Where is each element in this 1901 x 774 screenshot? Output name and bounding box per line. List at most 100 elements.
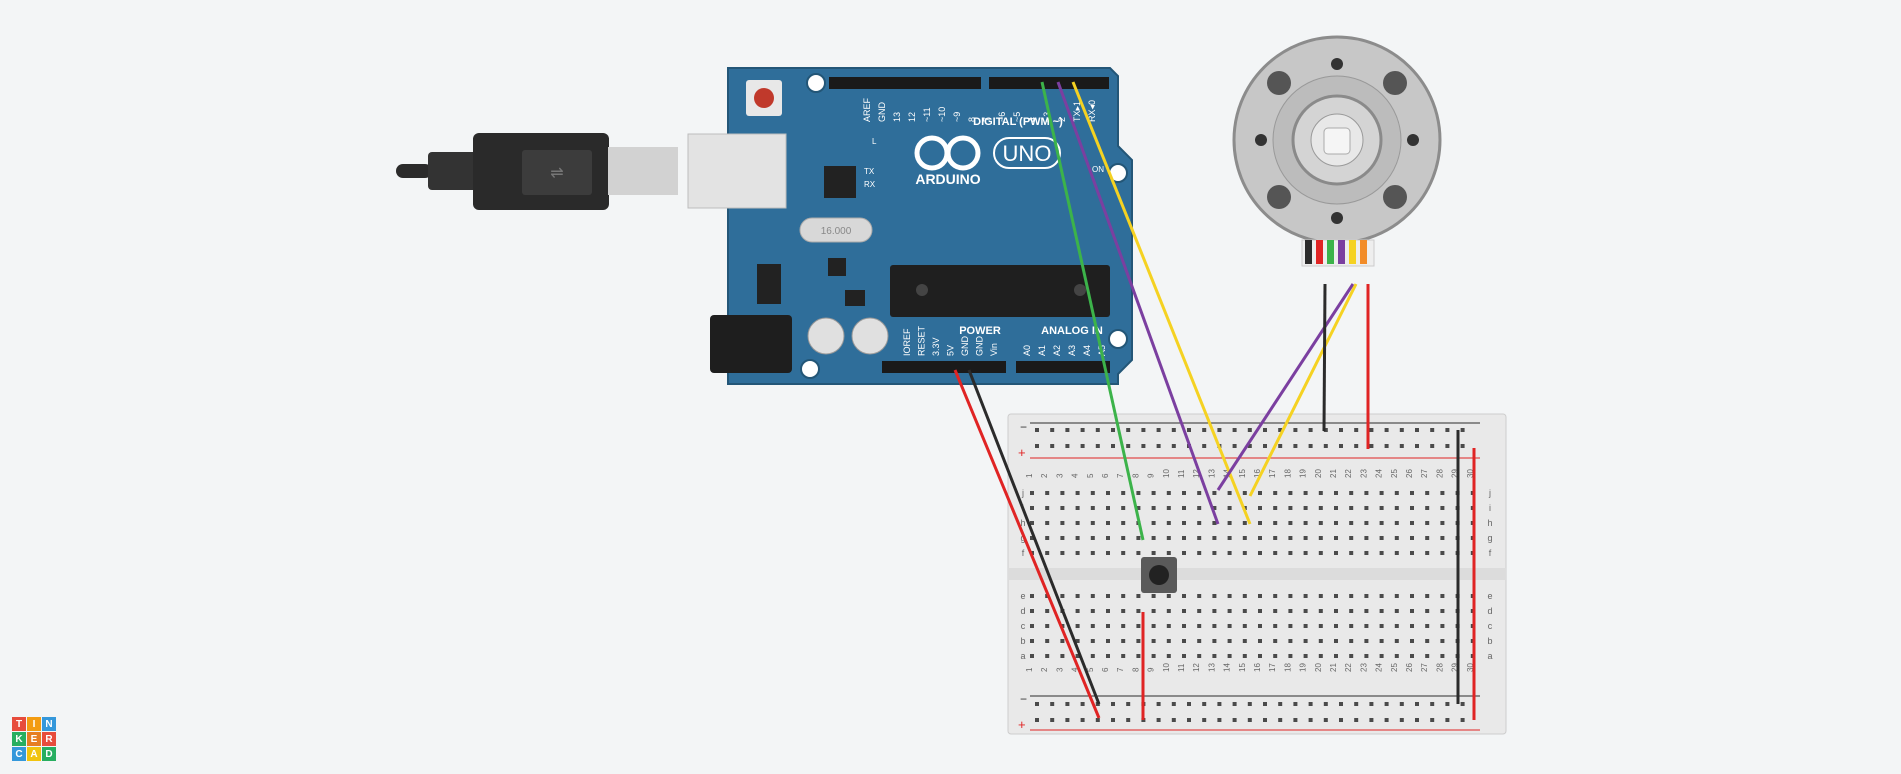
rail-hole[interactable] <box>1035 428 1039 432</box>
breadboard-hole[interactable] <box>1151 624 1156 628</box>
breadboard-hole[interactable] <box>1318 594 1323 598</box>
breadboard-hole[interactable] <box>1106 491 1110 495</box>
breadboard-hole[interactable] <box>1258 594 1262 598</box>
breadboard-hole[interactable] <box>1288 594 1293 598</box>
breadboard-hole[interactable] <box>1060 639 1065 643</box>
breadboard-hole[interactable] <box>1045 639 1050 643</box>
breadboard-hole[interactable] <box>1060 594 1065 598</box>
breadboard-hole[interactable] <box>1182 506 1186 510</box>
breadboard-hole[interactable] <box>1258 654 1262 658</box>
rail-hole[interactable] <box>1050 428 1055 432</box>
rail-hole[interactable] <box>1445 718 1450 722</box>
rail-hole[interactable] <box>1308 444 1313 448</box>
rail-hole[interactable] <box>1293 428 1298 432</box>
breadboard-hole[interactable] <box>1030 506 1034 510</box>
breadboard-hole[interactable] <box>1425 639 1430 643</box>
rail-hole[interactable] <box>1050 718 1055 722</box>
breadboard-hole[interactable] <box>1106 639 1110 643</box>
rail-hole[interactable] <box>1171 718 1176 722</box>
breadboard-hole[interactable] <box>1349 594 1354 598</box>
breadboard-hole[interactable] <box>1258 609 1262 613</box>
breadboard-hole[interactable] <box>1410 491 1414 495</box>
breadboard-hole[interactable] <box>1394 521 1399 525</box>
rail-hole[interactable] <box>1339 718 1343 722</box>
rail-hole[interactable] <box>1278 702 1283 706</box>
breadboard-hole[interactable] <box>1030 536 1034 540</box>
breadboard-hole[interactable] <box>1440 521 1445 525</box>
breadboard-hole[interactable] <box>1030 624 1034 628</box>
breadboard-hole[interactable] <box>1394 491 1399 495</box>
breadboard-hole[interactable] <box>1318 551 1323 555</box>
rail-hole[interactable] <box>1460 702 1465 706</box>
rail-hole[interactable] <box>1247 444 1252 448</box>
breadboard-hole[interactable] <box>1136 654 1141 658</box>
breadboard-hole[interactable] <box>1318 536 1323 540</box>
rail-hole[interactable] <box>1354 702 1359 706</box>
breadboard-hole[interactable] <box>1410 551 1414 555</box>
rail-hole[interactable] <box>1065 702 1070 706</box>
breadboard-hole[interactable] <box>1151 521 1156 525</box>
rail-hole[interactable] <box>1187 702 1191 706</box>
breadboard-hole[interactable] <box>1440 624 1445 628</box>
breadboard-hole[interactable] <box>1425 654 1430 658</box>
digital-header-right[interactable] <box>989 77 1109 89</box>
breadboard-hole[interactable] <box>1258 536 1262 540</box>
breadboard-hole[interactable] <box>1379 551 1384 555</box>
breadboard-hole[interactable] <box>1182 551 1186 555</box>
breadboard-hole[interactable] <box>1349 624 1354 628</box>
rail-hole[interactable] <box>1171 444 1176 448</box>
breadboard-hole[interactable] <box>1242 491 1247 495</box>
breadboard-hole[interactable] <box>1379 506 1384 510</box>
breadboard-hole[interactable] <box>1121 551 1126 555</box>
breadboard-hole[interactable] <box>1227 624 1232 628</box>
breadboard-hole[interactable] <box>1303 624 1308 628</box>
breadboard-hole[interactable] <box>1334 521 1338 525</box>
breadboard-hole[interactable] <box>1090 609 1095 613</box>
rail-hole[interactable] <box>1202 718 1207 722</box>
breadboard-hole[interactable] <box>1349 654 1354 658</box>
rail-hole[interactable] <box>1339 702 1343 706</box>
rail-hole[interactable] <box>1035 702 1039 706</box>
breadboard-hole[interactable] <box>1379 624 1384 628</box>
breadboard-hole[interactable] <box>1425 491 1430 495</box>
breadboard-hole[interactable] <box>1349 639 1354 643</box>
breadboard-hole[interactable] <box>1334 654 1338 658</box>
breadboard-hole[interactable] <box>1212 536 1217 540</box>
breadboard-hole[interactable] <box>1197 639 1202 643</box>
breadboard-hole[interactable] <box>1394 624 1399 628</box>
breadboard-hole[interactable] <box>1090 521 1095 525</box>
breadboard-hole[interactable] <box>1212 624 1217 628</box>
breadboard-hole[interactable] <box>1197 624 1202 628</box>
breadboard-hole[interactable] <box>1136 639 1141 643</box>
rail-hole[interactable] <box>1354 718 1359 722</box>
breadboard-hole[interactable] <box>1379 654 1384 658</box>
breadboard-hole[interactable] <box>1410 639 1414 643</box>
breadboard-hole[interactable] <box>1106 521 1110 525</box>
rail-hole[interactable] <box>1095 444 1100 448</box>
rail-hole[interactable] <box>1111 718 1115 722</box>
breadboard-hole[interactable] <box>1394 551 1399 555</box>
breadboard-hole[interactable] <box>1030 491 1034 495</box>
breadboard-hole[interactable] <box>1440 506 1445 510</box>
breadboard-hole[interactable] <box>1075 639 1080 643</box>
breadboard-hole[interactable] <box>1242 551 1247 555</box>
breadboard-hole[interactable] <box>1303 491 1308 495</box>
breadboard-hole[interactable] <box>1166 506 1171 510</box>
breadboard-hole[interactable] <box>1151 506 1156 510</box>
breadboard-hole[interactable] <box>1288 654 1293 658</box>
rail-hole[interactable] <box>1415 428 1419 432</box>
breadboard-hole[interactable] <box>1364 551 1369 555</box>
breadboard-hole[interactable] <box>1106 594 1110 598</box>
rail-hole[interactable] <box>1126 444 1131 448</box>
rail-hole[interactable] <box>1384 702 1389 706</box>
breadboard-hole[interactable] <box>1151 609 1156 613</box>
breadboard-hole[interactable] <box>1045 624 1050 628</box>
breadboard-hole[interactable] <box>1364 639 1369 643</box>
rail-hole[interactable] <box>1308 428 1313 432</box>
rail-hole[interactable] <box>1430 428 1435 432</box>
rail-hole[interactable] <box>1415 444 1419 448</box>
breadboard-hole[interactable] <box>1318 521 1323 525</box>
rail-hole[interactable] <box>1323 702 1328 706</box>
breadboard-hole[interactable] <box>1166 654 1171 658</box>
